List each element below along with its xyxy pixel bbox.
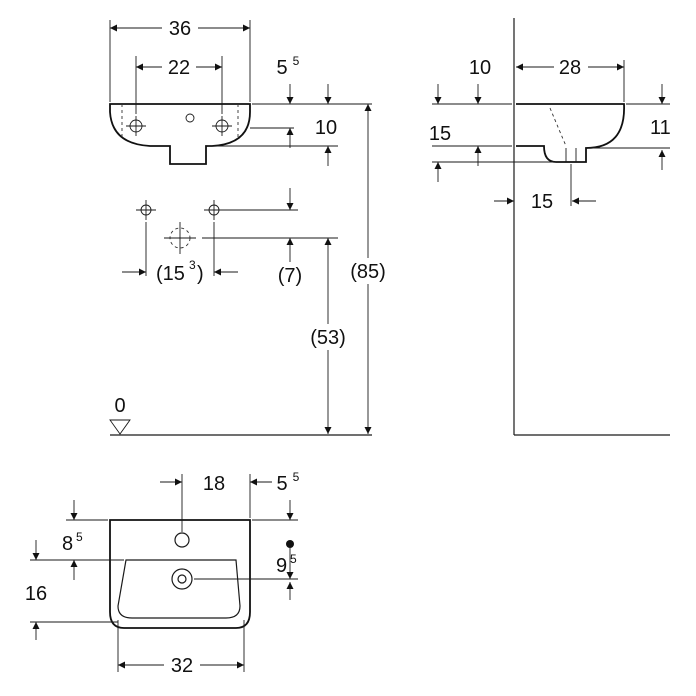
plan-reference-dot — [286, 540, 294, 548]
label-bg — [554, 54, 588, 80]
dim-rim-height: 5 — [276, 57, 287, 79]
label-bg — [162, 54, 196, 80]
dim-plan-width: 32 — [171, 655, 193, 677]
dim-plan-left: 8 — [62, 533, 73, 555]
floor-level-label: 0 — [114, 395, 125, 417]
dim-valve-offset: (7) — [278, 265, 302, 287]
label-bg — [162, 15, 198, 41]
plan-basin-outline — [109, 519, 251, 629]
front-tap-hole — [185, 113, 195, 123]
dim-side-left: 15 — [429, 123, 451, 145]
dim-plan-depth: 16 — [25, 583, 47, 605]
dim-plan-right: 9 — [276, 555, 287, 577]
dim-plan-right-sup: 5 — [290, 552, 297, 566]
front-view: 36 22 5 5 10 — [109, 15, 394, 436]
dim-top-width: 36 — [169, 18, 191, 40]
dim-waste-height: (53) — [310, 327, 346, 349]
plan-waste-inner — [177, 574, 187, 584]
label-bg — [302, 324, 354, 350]
dim-rim-height-sup: 5 — [293, 54, 300, 68]
dim-valve-spacing-close: ) — [197, 263, 204, 285]
label-bg — [342, 258, 394, 284]
valve-crosshair-left — [136, 200, 156, 220]
front-basin-outline — [109, 103, 251, 165]
waste-crosshair — [164, 222, 196, 254]
valve-crosshair-right — [204, 200, 224, 220]
front-tap-crosshair-right — [212, 116, 232, 136]
dim-side-right: 11 — [650, 117, 671, 139]
dim-plan-left-sup: 5 — [76, 530, 83, 544]
dim-side-width: 28 — [559, 57, 581, 79]
dim-front-depth: 10 — [315, 117, 337, 139]
dim-side-bottom: 15 — [531, 191, 553, 213]
dim-plan-edge: 5 — [276, 473, 287, 495]
dim-valve-spacing: (15 — [156, 263, 185, 285]
dim-total-height: (85) — [350, 261, 386, 283]
side-view: 28 10 15 11 15 — [429, 18, 671, 436]
plan-view: 18 5 5 8 5 9 5 16 32 — [25, 470, 300, 678]
label-bg — [164, 652, 200, 678]
dim-tap-spacing: 22 — [168, 57, 190, 79]
dim-plan-edge-sup: 5 — [293, 470, 300, 484]
front-tap-crosshair-left — [126, 116, 146, 136]
side-hidden-line — [549, 107, 567, 147]
floor-level-marker — [109, 419, 131, 435]
plan-tap-hole — [174, 532, 190, 548]
dim-plan-tap: 18 — [203, 473, 225, 495]
dim-side-top: 10 — [469, 57, 491, 79]
plan-waste-outer — [171, 568, 193, 590]
plan-bowl-outline — [117, 559, 241, 619]
side-basin-outline — [516, 103, 625, 163]
dim-valve-spacing-sup: 3 — [189, 258, 196, 272]
